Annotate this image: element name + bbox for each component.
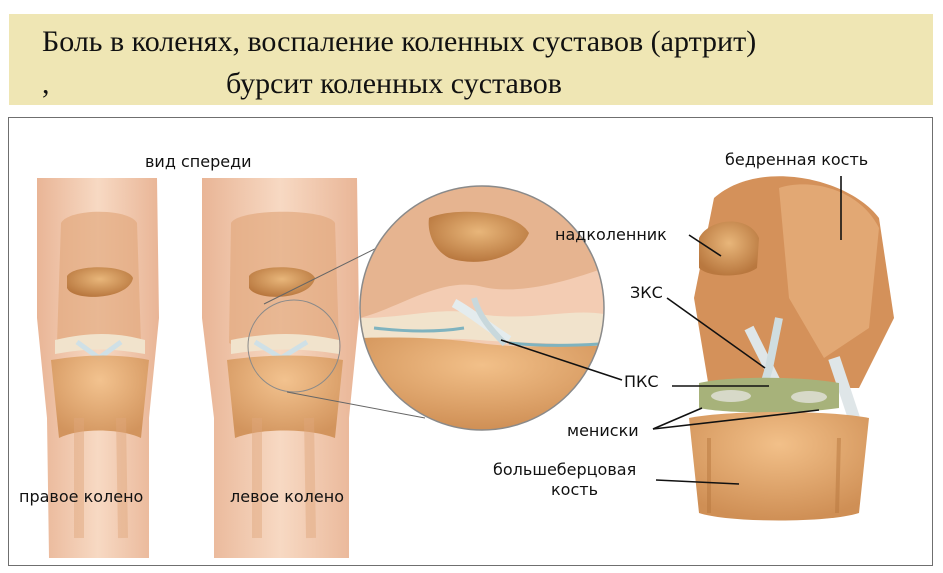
label-menisci: мениски bbox=[567, 421, 639, 440]
zoomed-joint-circle bbox=[359, 185, 605, 431]
label-right-knee: правое колено bbox=[19, 487, 144, 506]
label-tibia-line-2: кость bbox=[551, 480, 598, 499]
label-tibia-line-1: большеберцовая bbox=[493, 460, 637, 479]
knee-3d-drawing bbox=[689, 176, 894, 521]
label-left-knee: левое колено bbox=[230, 487, 344, 506]
label-front-view: вид спереди bbox=[145, 152, 252, 171]
tibia-leader bbox=[655, 479, 740, 485]
pcl-leader-left bbox=[500, 339, 623, 381]
title-line-2: бурсит коленных суставов bbox=[226, 67, 562, 100]
menisci-leader-1 bbox=[652, 407, 703, 430]
label-patella: надколенник bbox=[555, 225, 667, 244]
acl-leader bbox=[666, 297, 766, 369]
left-knee-drawing bbox=[202, 178, 359, 558]
label-femur: бедренная кость bbox=[725, 150, 869, 169]
right-knee-drawing bbox=[37, 178, 159, 558]
label-acl: ЗКС bbox=[630, 283, 663, 302]
title-comma: , bbox=[42, 67, 50, 100]
anatomy-figure-frame: вид спереди правое колено левое колено б… bbox=[8, 117, 933, 566]
menisci-leader-2 bbox=[652, 409, 820, 430]
patella-leader bbox=[688, 234, 722, 257]
title-line-1: Боль в коленях, воспаление коленных суст… bbox=[42, 25, 757, 58]
title-band: Боль в коленях, воспаление коленных суст… bbox=[9, 14, 933, 105]
leader-lines bbox=[500, 176, 842, 485]
knee-anatomy-illustration bbox=[37, 176, 894, 558]
label-pcl: ПКС bbox=[624, 372, 659, 391]
